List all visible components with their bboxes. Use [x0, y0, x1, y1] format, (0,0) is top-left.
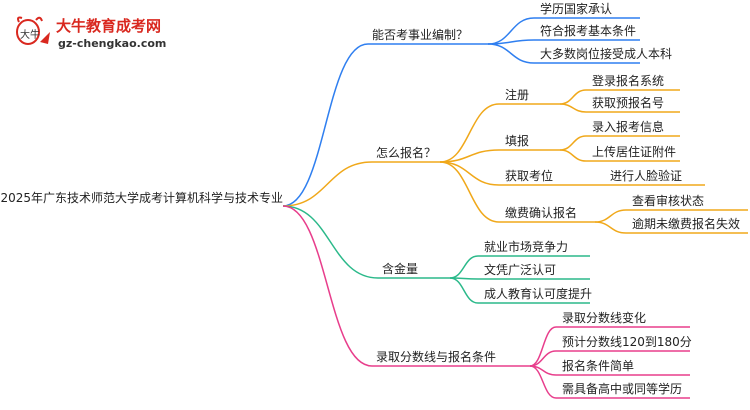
subtopic-2-label: 获取考位 [505, 168, 553, 183]
branch-3-label: 录取分数线与报名条件 [376, 349, 496, 364]
branch-connector [282, 205, 373, 367]
branch-connector [282, 161, 373, 207]
leaf-label: 成人教育认可度提升 [484, 286, 592, 301]
branch-1-label: 怎么报名？ [376, 145, 436, 160]
leaf-connector [594, 221, 627, 234]
leaf-label: 逾期未缴费报名失效 [632, 216, 740, 231]
subtopic-connector [439, 161, 500, 186]
leaf-label: 需具备高中或同等学历 [562, 381, 682, 396]
leaf-connector [529, 326, 557, 367]
leaf-connector [449, 277, 479, 304]
logo-title: 大牛教育成考网 [56, 17, 162, 35]
leaf-connector [559, 149, 587, 162]
subtopic-connector [439, 161, 500, 223]
leaf-label: 符合报考基本条件 [540, 23, 636, 38]
leaf-connector [487, 43, 535, 64]
leaf-connector [559, 89, 587, 105]
leaf-label: 大多数岗位接受成人本科 [540, 46, 672, 61]
leaf-label: 录入报考信息 [592, 119, 664, 134]
leaf-label: 文凭广泛认可 [484, 262, 556, 277]
logo-url: gz-chengkao.com [58, 37, 167, 50]
leaf-label: 就业市场竞争力 [484, 239, 568, 254]
leaf-label: 进行人脸验证 [610, 168, 682, 183]
leaf-connector [594, 209, 627, 223]
leaf-label: 预计分数线120到180分 [562, 334, 692, 349]
mascot-icon: 大牛 [16, 16, 50, 45]
leaf-label: 录取分数线变化 [562, 310, 646, 325]
root-topic: 2025年广东技术师范大学成考计算机科学与技术专业 [0, 190, 283, 205]
leaf-label: 学历国家承认 [540, 1, 612, 16]
leaf-connector [529, 365, 557, 399]
subtopic-3-label: 缴费确认报名 [505, 205, 577, 220]
branch-connector [282, 205, 379, 279]
leaf-label: 报名条件简单 [562, 358, 634, 373]
leaf-label: 上传居住证附件 [592, 144, 676, 159]
logo: 大牛 大牛教育成考网 gz-chengkao.com [14, 14, 167, 54]
branch-2-label: 含金量 [382, 261, 418, 276]
branch-0-label: 能否考事业编制？ [372, 27, 468, 42]
subtopic-0-label: 注册 [505, 87, 529, 102]
leaf-connector [487, 39, 535, 45]
subtopic-1-label: 填报 [505, 133, 529, 148]
branch-connector [282, 43, 369, 207]
leaf-label: 获取预报名号 [592, 95, 664, 110]
leaf-label: 查看审核状态 [632, 193, 704, 208]
leaf-connector [449, 255, 479, 279]
subtopic-connector [439, 149, 500, 163]
leaf-connector [559, 135, 587, 151]
leaf-connector [559, 103, 587, 113]
mascot-text: 大牛 [20, 28, 40, 41]
leaf-label: 登录报名系统 [592, 73, 664, 88]
subtopic-connector [439, 103, 500, 163]
